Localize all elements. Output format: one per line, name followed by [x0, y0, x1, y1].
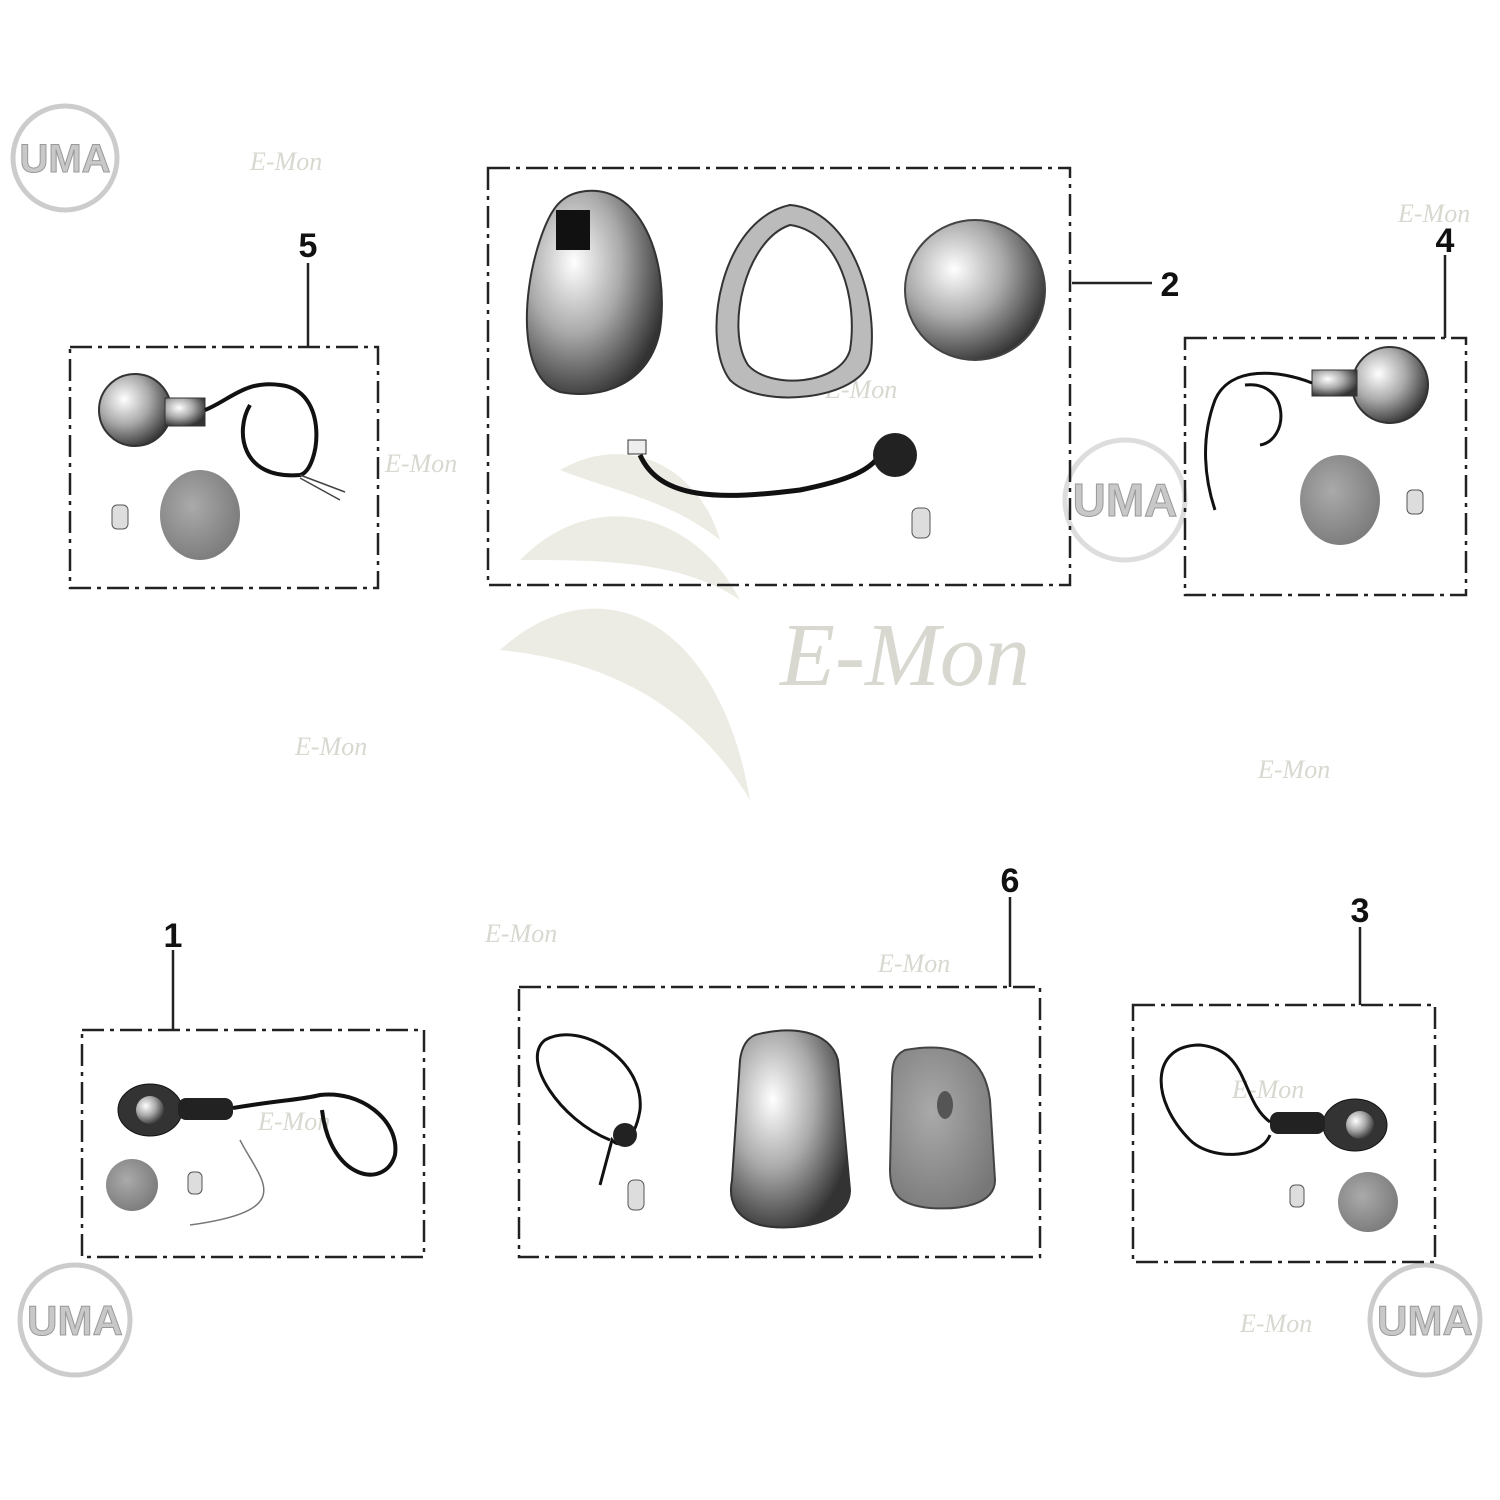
headlight-wiring: [637, 453, 883, 498]
uma-logo: UMA: [1367, 1262, 1483, 1378]
shell-mount: [556, 210, 590, 250]
watermark-small: E-Mon: [249, 147, 322, 176]
callout-label: 5: [299, 227, 318, 265]
callout-label: 1: [164, 917, 183, 955]
part-box: [1131, 1003, 1437, 1264]
connector: [627, 439, 647, 455]
part-box: [68, 345, 380, 590]
wiring: [535, 1033, 642, 1186]
tail-light-housing: [730, 1029, 852, 1229]
callout-group-4[interactable]: 4: [1183, 222, 1468, 597]
part-box: [80, 1028, 426, 1259]
lens: [106, 1159, 158, 1211]
callout-group-3[interactable]: 3: [1131, 892, 1437, 1264]
lens: [160, 470, 240, 560]
svg-text:UMA: UMA: [1073, 474, 1178, 526]
svg-text:UMA: UMA: [27, 1297, 123, 1344]
leaf-watermark-icon: [500, 454, 750, 800]
watermark-small: E-Mon: [1239, 1309, 1312, 1338]
svg-text:UMA: UMA: [19, 137, 110, 181]
watermark-small: E-Mon: [1397, 199, 1470, 228]
watermark-small: E-Mon: [1257, 755, 1330, 784]
bulb-socket: [873, 433, 917, 477]
watermark-small: E-Mon: [257, 1107, 330, 1136]
turn-signal-stem: [1311, 369, 1358, 397]
turn-signal-housing: [98, 373, 346, 501]
bulb: [1406, 489, 1424, 515]
callout-label: 2: [1161, 266, 1180, 304]
headlight-rim: [715, 203, 873, 399]
callout-group-1[interactable]: 1: [80, 917, 426, 1259]
watermark-small: E-Mon: [384, 449, 457, 478]
part-box: [1183, 336, 1468, 597]
bulb: [1289, 1184, 1305, 1208]
uma-logo: UMA: [17, 1262, 133, 1378]
part-box: [486, 166, 1072, 587]
lens: [1338, 1172, 1398, 1232]
callout-label: 6: [1001, 862, 1020, 900]
turn-signal-stem: [1270, 1112, 1325, 1134]
lens: [1300, 455, 1380, 545]
callout-group-6[interactable]: 6: [517, 862, 1042, 1259]
headlight-reflector: [904, 219, 1046, 361]
callout-label: 4: [1436, 222, 1455, 260]
turn-signal-housing: [1351, 346, 1429, 424]
part-box: [517, 985, 1042, 1259]
watermark-small: E-Mon: [294, 732, 367, 761]
watermark-large: E-Mon: [778, 606, 1030, 705]
bulb: [111, 504, 129, 530]
wiring: [232, 1092, 398, 1177]
uma-logo: UMA: [1062, 437, 1188, 563]
watermark-layer: E-Mon E-Mon E-Mon E-Mon E-Mon E-Mon E-Mo…: [10, 103, 1483, 1378]
turn-signal-stem: [178, 1098, 233, 1120]
bulb: [187, 1171, 203, 1195]
svg-text:UMA: UMA: [1377, 1297, 1473, 1344]
bulb: [911, 507, 931, 539]
wiring: [1159, 1043, 1272, 1156]
headlight-shell: [525, 189, 663, 395]
uma-logo: UMA: [10, 103, 120, 213]
wiring: [1204, 371, 1313, 511]
callout-group-5[interactable]: 5: [68, 227, 380, 590]
callout-group-2[interactable]: 2: [486, 166, 1180, 587]
watermark-small: E-Mon: [484, 919, 557, 948]
bulb: [627, 1179, 645, 1211]
tail-light-lens: [888, 1046, 997, 1210]
callout-label: 3: [1351, 892, 1370, 930]
watermark-small: E-Mon: [877, 949, 950, 978]
